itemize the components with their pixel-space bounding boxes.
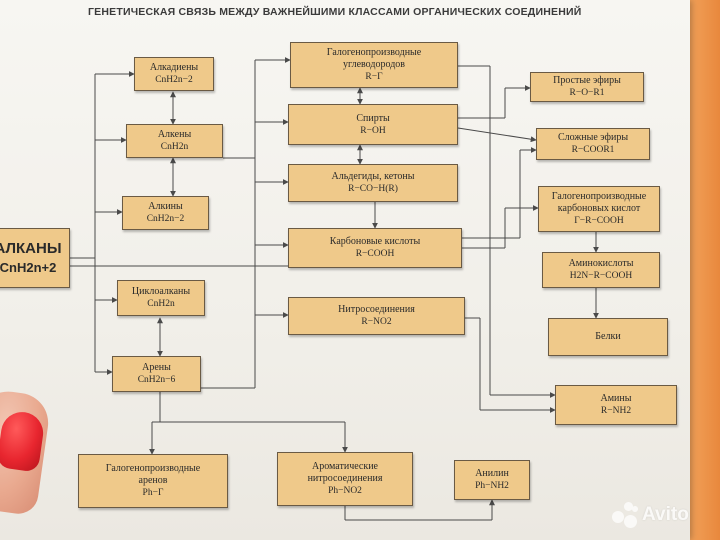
node-alkadienes-formula: CnH2n−2 [155, 75, 193, 85]
avito-logo-icon [612, 502, 638, 528]
node-carboxylic-acids: Карбоновые кислоты R−COOH [288, 228, 462, 268]
node-cycloalkanes-name: Циклоалканы [131, 286, 191, 297]
node-carboxylic-acids-formula: R−COOH [355, 249, 395, 259]
node-arenes-name: Арены [142, 362, 171, 373]
node-esters-formula: R−COOR1 [571, 145, 615, 155]
node-aromatic-nitro-line2: нитросоединения [307, 473, 383, 484]
node-alkanes: АЛКАНЫ CnH2n+2 [0, 228, 70, 288]
node-alcohols: Спирты R−OH [288, 104, 458, 145]
node-halo-carboxylic-acids-formula: Г−R−COOH [574, 216, 624, 226]
node-halo-carboxylic-acids-line1: Галогенопроизводные [551, 191, 647, 202]
node-haloalkanes: Галогенопроизводные углеводородов R−Г [290, 42, 458, 88]
node-alcohols-name: Спирты [356, 112, 390, 124]
node-alkynes-formula: CnH2n−2 [146, 214, 185, 224]
node-alkynes-name: Алкины [148, 201, 183, 212]
node-ethers-name: Простые эфиры [553, 75, 621, 86]
node-arenes: Арены CnH2n−6 [112, 356, 201, 392]
node-nitro-compounds: Нитросоединения R−NO2 [288, 297, 465, 335]
node-nitro-compounds-formula: R−NO2 [361, 317, 392, 327]
node-carboxylic-acids-name: Карбоновые кислоты [329, 236, 421, 247]
node-haloalkanes-line1: Галогенопроизводные [326, 47, 422, 58]
watermark-text: Avito [642, 504, 689, 525]
node-cycloalkanes-formula: CnH2n [147, 299, 175, 309]
node-aldehydes: Альдегиды, кетоны R−CO−H(R) [288, 164, 458, 202]
node-aniline: Анилин Ph−NH2 [454, 460, 530, 500]
node-halo-carboxylic-acids-line2: карбоновых кислот [557, 203, 641, 214]
node-aldehydes-formula: R−CO−H(R) [348, 184, 398, 194]
node-amines-name: Амины [600, 393, 632, 404]
node-amines: Амины R−NH2 [555, 385, 677, 425]
node-alkanes-name: АЛКАНЫ [0, 240, 62, 257]
node-aromatic-nitro-line1: Ароматические [312, 461, 378, 472]
node-esters: Сложные эфиры R−COOR1 [536, 128, 650, 160]
connector-lines [70, 57, 599, 521]
node-halo-arenes-formula: Ph−Г [142, 488, 164, 498]
node-alkadienes-name: Алкадиены [149, 62, 199, 73]
node-ethers-formula: R−O−R1 [569, 88, 605, 98]
node-halo-arenes: Галогенопроизводные аренов Ph−Г [78, 454, 228, 508]
node-amines-formula: R−NH2 [600, 406, 632, 416]
node-amino-acids-name: Аминокислоты [568, 258, 634, 269]
node-haloalkanes-line2: углеводородов [343, 59, 405, 70]
node-proteins: Белки [548, 318, 668, 356]
node-halo-arenes-line1: Галогенопроизводные [105, 463, 201, 474]
node-esters-name: Сложные эфиры [557, 132, 629, 143]
book-cover-edge [686, 0, 720, 540]
diagram-title: ГЕНЕТИЧЕСКАЯ СВЯЗЬ МЕЖДУ ВАЖНЕЙШИМИ КЛАС… [88, 6, 582, 18]
book-page: ГЕНЕТИЧЕСКАЯ СВЯЗЬ МЕЖДУ ВАЖНЕЙШИМИ КЛАС… [0, 0, 690, 540]
node-aniline-formula: Ph−NH2 [475, 481, 509, 491]
node-haloalkanes-formula: R−Г [365, 72, 383, 82]
node-cycloalkanes: Циклоалканы CnH2n [117, 280, 205, 316]
node-arenes-formula: CnH2n−6 [137, 375, 176, 385]
node-alkynes: Алкины CnH2n−2 [122, 196, 209, 230]
node-nitro-compounds-name: Нитросоединения [338, 304, 415, 315]
watermark: Avito [612, 500, 712, 530]
node-amino-acids-formula: H2N−R−COOH [569, 271, 633, 281]
node-halo-arenes-line2: аренов [138, 475, 168, 486]
node-aromatic-nitro: Ароматические нитросоединения Ph−NO2 [277, 452, 413, 506]
node-aromatic-nitro-formula: Ph−NO2 [328, 486, 362, 496]
node-alcohols-formula: R−OH [360, 125, 386, 136]
node-alkenes-name: Алкены [157, 129, 192, 140]
node-alkenes: Алкены CnH2n [126, 124, 223, 158]
node-alkadienes: Алкадиены CnH2n−2 [134, 57, 214, 91]
node-alkenes-formula: CnH2n [160, 142, 189, 152]
node-ethers: Простые эфиры R−O−R1 [530, 72, 644, 102]
node-proteins-name: Белки [595, 331, 621, 342]
node-halo-carboxylic-acids: Галогенопроизводные карбоновых кислот Г−… [538, 186, 660, 232]
node-aniline-name: Анилин [475, 468, 509, 479]
node-amino-acids: Аминокислоты H2N−R−COOH [542, 252, 660, 288]
node-alkanes-formula: CnH2n+2 [0, 260, 57, 275]
node-aldehydes-name: Альдегиды, кетоны [331, 171, 415, 182]
